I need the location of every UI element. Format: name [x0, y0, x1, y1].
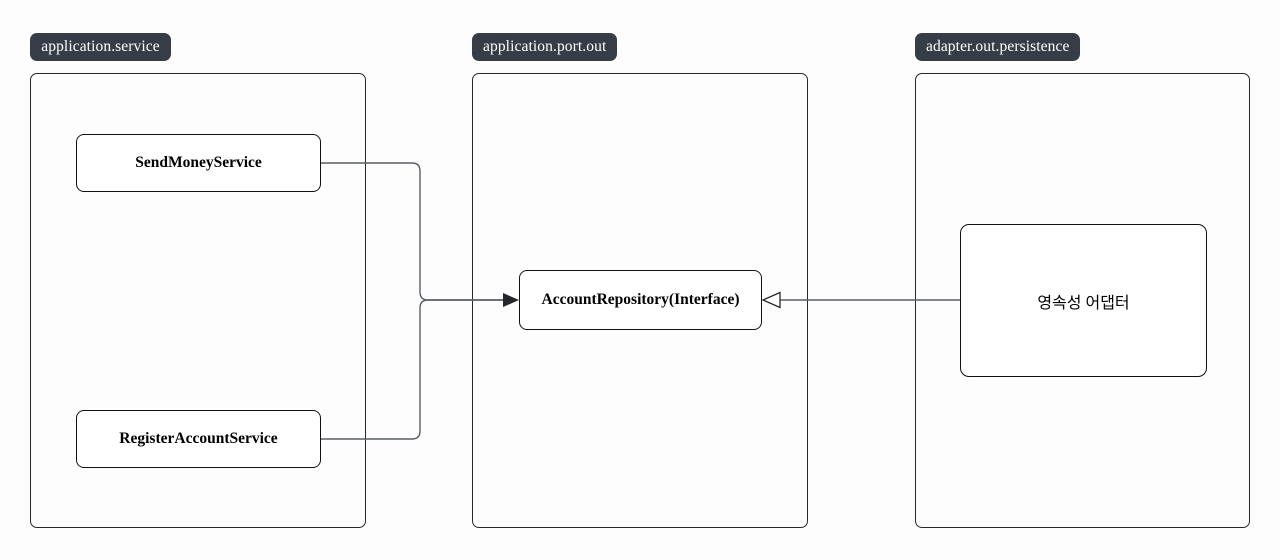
package-tag-application-port-out: application.port.out [472, 33, 618, 61]
node-register-account-service[interactable]: RegisterAccountService [76, 410, 321, 468]
package-tag-label: application.service [41, 38, 160, 56]
package-tag-application-service: application.service [30, 33, 171, 61]
node-label: 영속성 어댑터 [1037, 294, 1130, 312]
node-account-repository-interface[interactable]: AccountRepository(Interface) [519, 270, 762, 330]
node-persistence-adapter[interactable]: 영속성 어댑터 [960, 224, 1207, 377]
node-label: SendMoneyService [135, 154, 262, 171]
node-label: RegisterAccountService [119, 430, 278, 447]
node-send-money-service[interactable]: SendMoneyService [76, 134, 321, 192]
package-tag-label: application.port.out [483, 38, 607, 56]
package-tag-label: adapter.out.persistence [926, 38, 1070, 56]
package-tag-adapter-out-persistence: adapter.out.persistence [915, 33, 1081, 61]
node-label: AccountRepository(Interface) [541, 291, 740, 308]
